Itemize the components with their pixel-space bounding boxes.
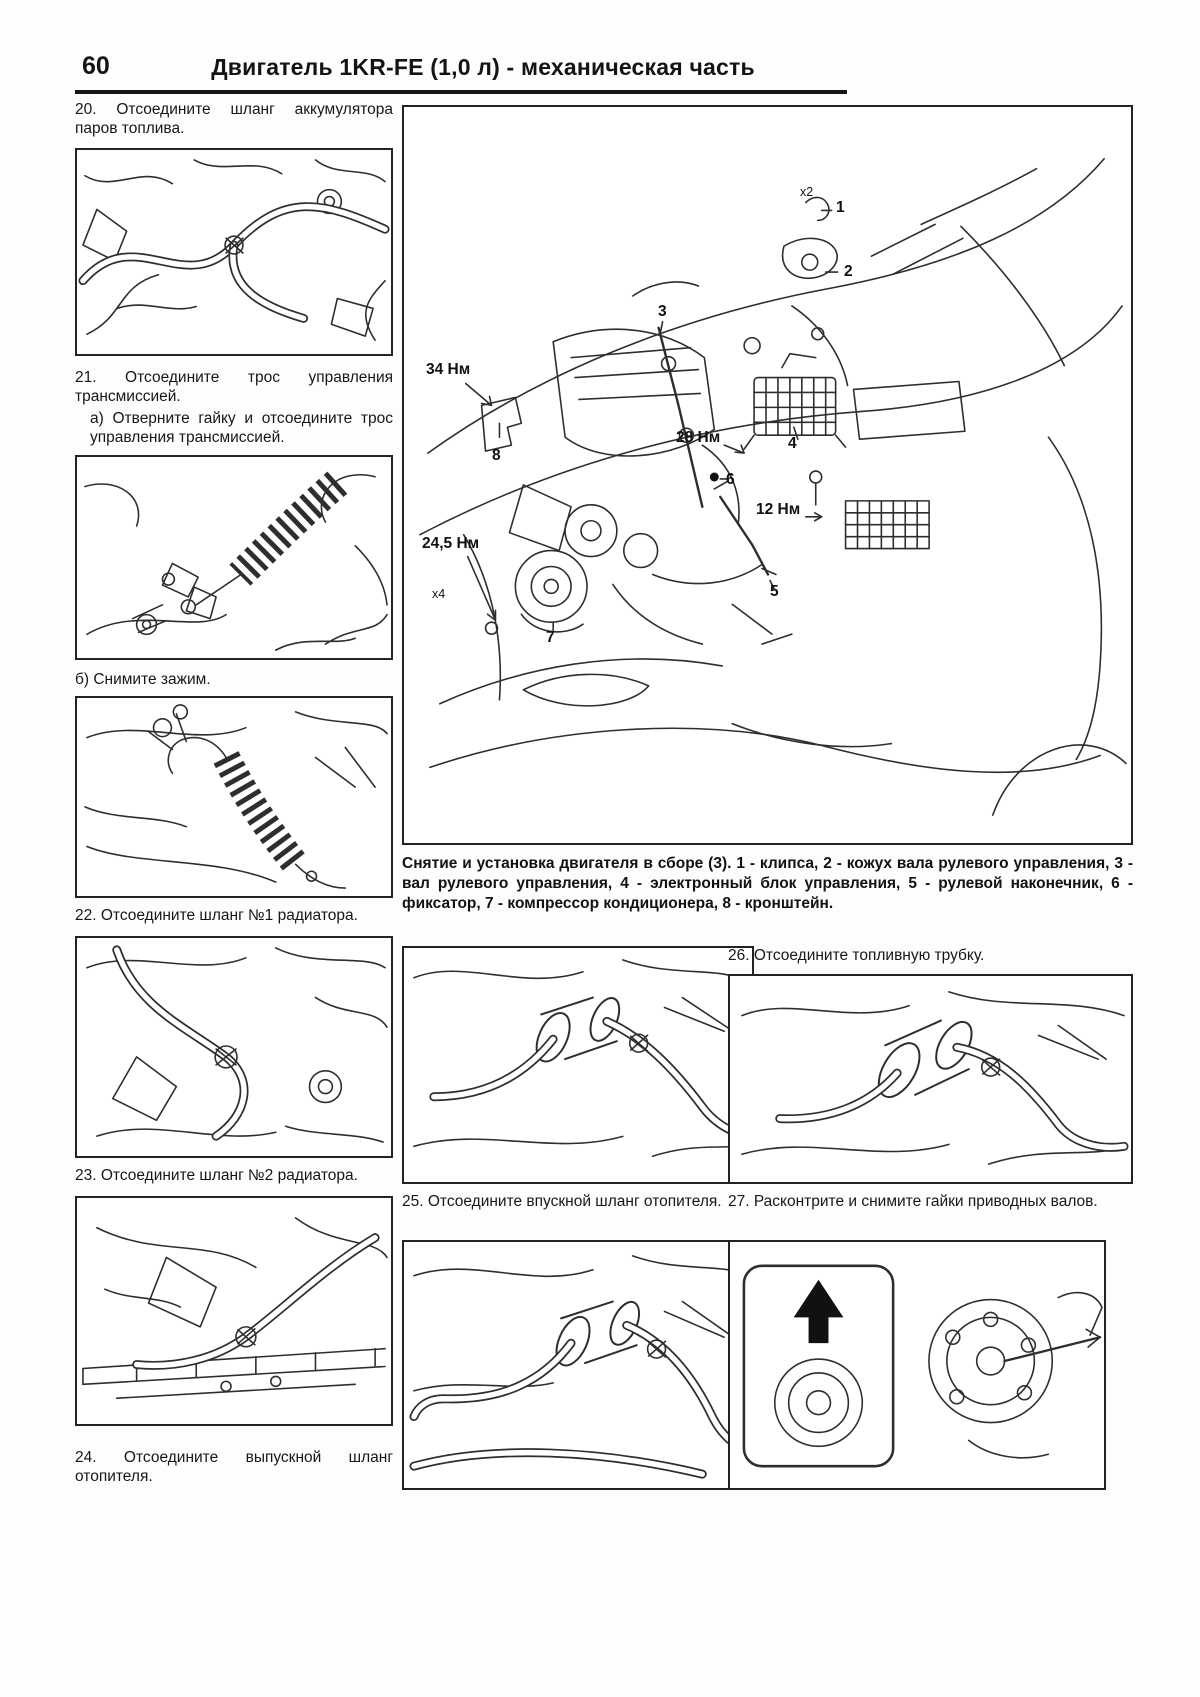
- radiator-hose-2-illustration: [82, 1217, 388, 1400]
- diagram-torque-28: 28 Нм: [676, 429, 721, 446]
- radiator-hose-1-illustration: [86, 945, 388, 1143]
- diagram-mult-x4: х4: [432, 587, 446, 601]
- diagram-label-5: 5: [770, 583, 779, 600]
- step-21-main: 21. Отсоедините трос управления трансмис…: [75, 369, 393, 406]
- diagram-torque-12: 12 Нм: [756, 501, 801, 518]
- driveshaft-nut-illustration: [742, 1264, 1103, 1468]
- diagram-torque-34: 34 Нм: [426, 361, 471, 378]
- figure-step-25: [402, 1240, 754, 1490]
- step-27-text: 27. Расконтрите и снимите гайки приводны…: [728, 1193, 1098, 1210]
- diagram-caption: Снятие и установка двигателя в сборе (3)…: [402, 855, 1133, 913]
- diagram-label-1: 1: [836, 199, 845, 216]
- figure-step-26: [728, 974, 1133, 1184]
- page-title: Двигатель 1KR-FE (1,0 л) - механическая …: [211, 54, 755, 80]
- figure-step-23: [75, 1196, 393, 1426]
- intake-heater-hose-illustration: [409, 1255, 752, 1479]
- step-20-text: 20. Отсоедините шланг аккумулятора паров…: [75, 101, 393, 138]
- diagram-label-4: 4: [788, 435, 797, 452]
- figure-engine-assembly: х2 1 2 3 34 Нм 8 28 Нм 4 6 12 Нм 24,5 Нм…: [402, 105, 1133, 845]
- diagram-label-2: 2: [844, 263, 853, 280]
- transmission-cable-nut-illustration: [84, 471, 388, 651]
- diagram-label-3: 3: [658, 303, 667, 320]
- step-21-text: 21. Отсоедините трос управления трансмис…: [75, 368, 393, 448]
- step-24-text: 24. Отсоедините выпускной шланг отопител…: [75, 1449, 393, 1486]
- figure-step-21a: [75, 455, 393, 660]
- page-number: 60: [82, 52, 110, 80]
- diagram-label-7: 7: [546, 629, 555, 646]
- up-arrow-icon: [793, 1279, 844, 1344]
- header-rule: [75, 90, 847, 94]
- diagram-label-6: 6: [726, 471, 735, 488]
- figure-step-21b: [75, 696, 393, 898]
- figure-step-22: [75, 936, 393, 1158]
- fuel-tube-illustration: [741, 991, 1129, 1165]
- diagram-torque-245: 24,5 Нм: [422, 535, 480, 552]
- figure-step-20: [75, 148, 393, 356]
- step-26-text: 26. Отсоедините топливную трубку.: [728, 947, 985, 964]
- step-22-text: 22. Отсоедините шланг №1 радиатора.: [75, 907, 358, 924]
- cable-clamp-illustration: [84, 704, 388, 889]
- battery-vapor-hose-illustration: [78, 159, 390, 341]
- diagram-mult-x2: х2: [800, 185, 814, 199]
- step-23-text: 23. Отсоедините шланг №2 радиатора.: [75, 1167, 358, 1184]
- step-25-text: 25. Отсоедините впускной шланг отопителя…: [402, 1193, 722, 1210]
- figure-step-24: [402, 946, 754, 1184]
- exhaust-heater-hose-illustration: [413, 959, 752, 1158]
- step-21-a: а) Отверните гайку и отсоедините трос уп…: [90, 409, 393, 447]
- diagram-label-8: 8: [492, 447, 501, 464]
- step-21-b-text: б) Снимите зажим.: [75, 671, 211, 688]
- engine-assembly-diagram: [419, 157, 1127, 816]
- figure-step-27: [728, 1240, 1106, 1490]
